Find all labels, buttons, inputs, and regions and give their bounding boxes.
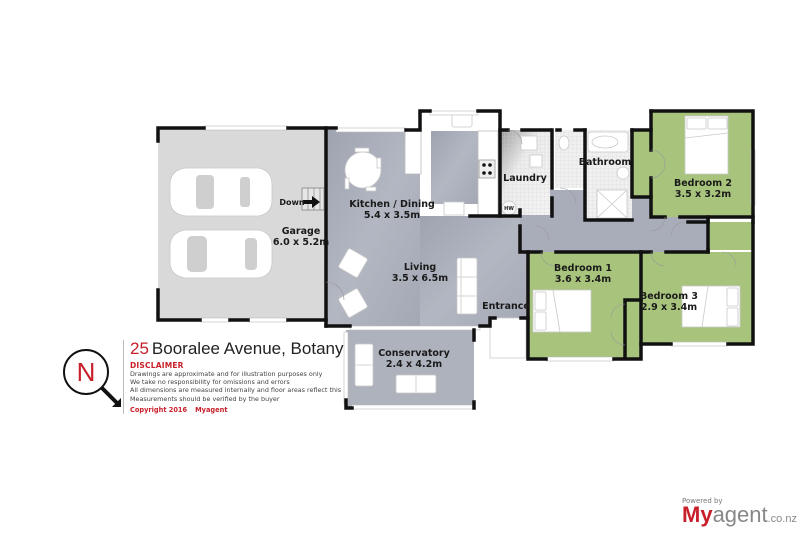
room-name-laundry: Laundry: [503, 173, 547, 184]
room-name-bedroom-2: Bedroom 2: [674, 178, 732, 189]
sofa-icon: [354, 343, 374, 387]
room-size-bedroom-3: 2.9 x 3.4m: [641, 302, 697, 313]
basin-icon: [616, 166, 630, 180]
room-name-garage: Garage: [282, 226, 321, 237]
brand-logo[interactable]: Powered by Myagent.co.nz: [682, 497, 797, 530]
disclaimer-heading: DISCLAIMER: [130, 361, 184, 370]
bed-icon: [684, 115, 729, 175]
furniture: [169, 112, 741, 394]
bed-icon: [681, 285, 741, 328]
hw-label: HW: [504, 206, 514, 212]
car-icon: [169, 167, 273, 217]
copyright-text: Copyright 2016: [130, 405, 188, 414]
logo-my: My: [682, 502, 713, 527]
room-size-kitchen-dining: 5.4 x 3.5m: [364, 210, 420, 221]
room-size-bedroom-2: 3.5 x 3.2m: [675, 189, 731, 200]
room-size-bedroom-1: 3.6 x 3.4m: [555, 274, 611, 285]
toilet-icon: [558, 135, 570, 151]
room-size-garage: 6.0 x 5.2m: [273, 237, 329, 248]
room-labels: Down HW Garage 6.0 x 5.2m Kitchen / Dini…: [273, 157, 732, 370]
car-icon: [169, 229, 273, 279]
disclaimer-line: Drawings are approximate and for illustr…: [130, 370, 323, 378]
room-name-bedroom-3: Bedroom 3: [640, 291, 698, 302]
arrow-right-icon: [303, 196, 320, 208]
room-name-living: Living: [404, 262, 436, 273]
street-name: Booralee Avenue, Botany: [151, 339, 344, 358]
room-size-living: 3.5 x 6.5m: [392, 273, 448, 284]
copyright: Copyright 2016 Myagent: [130, 406, 355, 414]
cooktop-icon: [478, 159, 496, 179]
bed-icon: [532, 289, 592, 333]
room-name-bedroom-1: Bedroom 1: [554, 263, 612, 274]
compass-letter: N: [77, 357, 96, 387]
stairs-label: Down: [279, 198, 305, 207]
sofa-icon: [395, 374, 437, 394]
compass-icon: N: [63, 349, 121, 407]
disclaimer-line: Measurements should be verified by the b…: [130, 394, 280, 403]
north-compass: N: [58, 345, 128, 415]
disclaimer-line: We take no responsibility for omissions …: [130, 378, 290, 387]
dining-table-icon: [344, 147, 382, 192]
powered-by-label: Powered by: [682, 497, 723, 505]
copyright-company: Myagent: [195, 405, 228, 414]
room-name-bathroom: Bathroom: [579, 157, 632, 168]
room-name-kitchen-dining: Kitchen / Dining: [349, 199, 435, 210]
walls: [156, 109, 755, 410]
logo-agent: agent: [712, 502, 768, 527]
armchair-icon: [338, 288, 368, 318]
sofa-icon: [456, 257, 478, 315]
doors: [325, 129, 737, 346]
armchair-icon: [338, 248, 368, 278]
logo-tld: .co.nz: [767, 513, 797, 525]
disclaimer-line: All dimensions are measured internally a…: [130, 386, 342, 395]
kitchen-counter: [404, 130, 422, 175]
room-name-conservatory: Conservatory: [378, 348, 450, 359]
room-size-conservatory: 2.4 x 4.2m: [386, 359, 442, 370]
room-name-entrance: Entrance: [482, 301, 530, 312]
myagent-logo: Myagent.co.nz: [682, 504, 797, 530]
street-number: 25: [130, 339, 149, 358]
garage-floor: [158, 128, 326, 320]
stairs: [301, 187, 325, 211]
